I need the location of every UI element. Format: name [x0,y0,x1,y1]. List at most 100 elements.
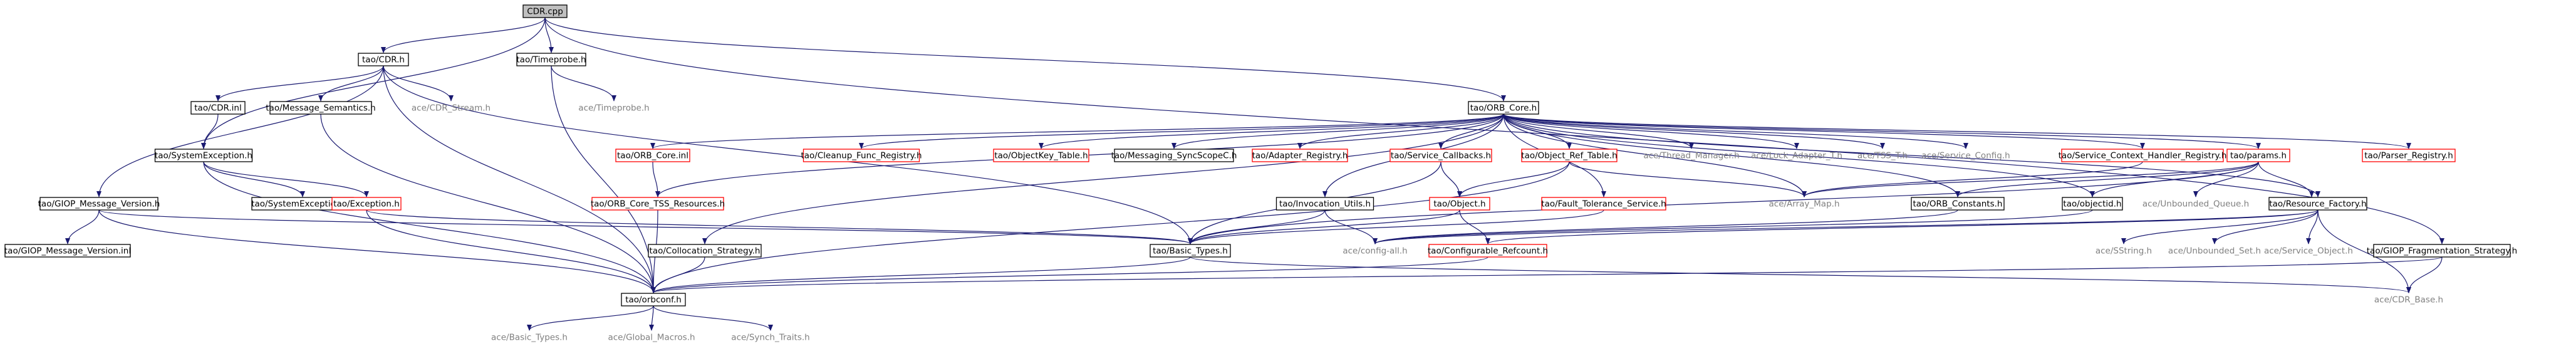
node-tao-params-h[interactable]: tao/params.h [2226,149,2290,162]
node-label: tao/Object_Ref_Table.h [1521,151,1617,161]
node-label: ace/Unbounded_Set.h [2168,246,2261,256]
node-cdr-cpp[interactable]: CDR.cpp [522,4,568,18]
node-label: tao/ORB_Core.h [1470,103,1537,113]
node-box [2061,149,2224,162]
node-box [269,101,372,115]
edge-tao_object_ref_table_h-to-tao_object_h [1457,161,1570,197]
edge-tao_exception_h-to-tao_orbconf_h [366,209,656,293]
edge-tao_orb_core_h-to-tao_orb_core_inl [650,113,1504,149]
edge-tao_object_ref_table_h-to-tao_orbconf_h [651,161,1570,293]
node-label: tao/Messaging_SyncScopeC.h [1111,151,1237,161]
node-label: ace/Service_Config.h [1921,151,2010,161]
edge-tao_orb_core_h-to-tao_cleanup_func_registry_h [859,113,1504,149]
node-box [2373,244,2511,258]
node-box [1114,149,1234,162]
node-label: CDR.cpp [527,7,563,17]
node-tao-cdr-inl[interactable]: tao/CDR.inl [190,101,246,115]
node-tao-orb-constants-h[interactable]: tao/ORB_Constants.h [1911,197,2005,211]
node-label: tao/Service_Callbacks.h [1391,151,1491,161]
edge-tao_orb_core_h-to-ace_array_map_h [1503,113,1807,197]
edge-tao_basic_types_h-to-tao_orbconf_h [651,256,1191,293]
node-ace-global-macros-h: ace/Global_Macros.h [608,333,695,343]
edge-tao_orb_core_h-to-tao_adapter_registry_h [1297,113,1504,149]
node-tao-orb-core-h[interactable]: tao/ORB_Core.h [1468,101,1539,115]
node-tao-service-callbacks-h[interactable]: tao/Service_Callbacks.h [1389,149,1492,162]
edge-tao_resource_factory_h-to-tao_configurable_refcount_h [1485,209,2319,244]
node-tao-resource-factory-h[interactable]: tao/Resource_Factory.h [2268,197,2367,211]
node-tao-orb-core-tss-resources-h[interactable]: tao/ORB_Core_TSS_Resources.h [591,197,725,211]
node-label: ace/Array_Map.h [1769,199,1840,209]
node-box [802,149,920,162]
node-tao-adapter-registry-h[interactable]: tao/Adapter_Registry.h [1252,149,1348,162]
node-tao-cdr-h[interactable]: tao/CDR.h [358,53,409,66]
edge-tao_params_h-to-tao_orb_constants_h [1955,161,2259,197]
node-tao-objectkey-table-h[interactable]: tao/ObjectKey_Table.h [993,149,1089,162]
node-tao-giop-fragmentation-strategy-h[interactable]: tao/GIOP_Fragmentation_Strategy.h [2367,244,2517,258]
edge-tao_invocation_utils_h-to-ace_config_all_h [1324,209,1378,244]
node-tao-systemexception-h[interactable]: tao/SystemException.h [154,149,253,162]
node-label: ace/Synch_Traits.h [731,333,809,343]
edge-tao_orb_constants_h-to-ace_config_all_h [1373,209,1958,244]
edge-cdr_cpp-to-tao_systemexception_h [201,17,546,149]
node-ace-service-config-h: ace/Service_Config.h [1921,151,2010,161]
edge-tao_params_h-to-ace_unbounded_queue_h [2193,161,2259,197]
node-label: tao/Cleanup_Func_Registry.h [801,151,922,161]
edge-tao_giop_fragmentation_strategy_h-to-tao_orbconf_h [651,256,2443,293]
edge-tao_timeprobe_h-to-ace_timeprobe_h [551,65,616,102]
edge-tao_giop_message_version_h-to-tao_giop_message_version_inl [65,209,100,244]
node-ace-cdr-stream-h: ace/CDR_Stream.h [412,103,491,113]
edge-tao_orb_core_h-to-tao_params_h [1503,113,2261,149]
node-tao-fault-tolerance-service-h[interactable]: tao/Fault_Tolerance_Service.h [1541,197,1666,211]
node-label: tao/Exception.h [333,199,400,209]
edge-tao_params_h-to-tao_basic_types_h [1188,161,2259,244]
node-tao-basic-types-h[interactable]: tao/Basic_Types.h [1150,244,1231,258]
edge-tao_service_callbacks_h-to-tao_object_h [1440,161,1462,197]
node-ace-service-object-h: ace/Service_Object.h [2264,246,2353,256]
node-box [1541,197,1666,211]
node-label: ace/Timeprobe.h [578,103,649,113]
node-tao-object-h[interactable]: tao/Object.h [1429,197,1490,211]
node-label: tao/params.h [2230,151,2287,161]
node-tao-cleanup-func-registry-h[interactable]: tao/Cleanup_Func_Registry.h [801,149,922,162]
node-label: tao/Collocation_Strategy.h [650,246,761,256]
node-tao-objectid-h[interactable]: tao/objectid.h [2062,197,2123,211]
node-label: tao/Adapter_Registry.h [1252,151,1348,161]
node-label: tao/ORB_Core_TSS_Resources.h [591,199,725,209]
node-tao-giop-message-version-inl[interactable]: tao/GIOP_Message_Version.inl [4,244,131,258]
node-label: ace/Basic_Types.h [491,333,568,343]
node-box [1521,149,1618,162]
node-tao-giop-message-version-h[interactable]: tao/GIOP_Message_Version.h [38,197,160,211]
node-box [358,53,409,66]
node-box [648,244,762,258]
node-ace-array-map-h: ace/Array_Map.h [1769,199,1840,209]
node-box [1911,197,2005,211]
node-tao-parser-registry-h[interactable]: tao/Parser_Registry.h [2362,149,2456,162]
edge-tao_orbconf_h-to-ace_global_macros_h [649,305,655,331]
node-tao-message-semantics-h[interactable]: tao/Message_Semantics.h [266,101,376,115]
node-tao-orbconf-h[interactable]: tao/orbconf.h [621,293,686,306]
node-ace-config-all-h: ace/config-all.h [1343,246,1407,256]
node-label: tao/objectid.h [2063,199,2121,209]
node-tao-invocation-utils-h[interactable]: tao/Invocation_Utils.h [1275,197,1374,211]
node-tao-collocation-strategy-h[interactable]: tao/Collocation_Strategy.h [648,244,762,258]
node-box [2362,149,2456,162]
node-label: ace/Thread_Manager.h [1643,151,1739,161]
node-label: ace/CDR_Stream.h [412,103,491,113]
node-tao-service-context-handler-registry-h[interactable]: tao/Service_Context_Handler_Registry.h [2059,149,2227,162]
node-box [2268,197,2367,211]
node-ace-synch-traits-h: ace/Synch_Traits.h [731,333,809,343]
edge-tao_invocation_utils_h-to-tao_basic_types_h [1188,209,1326,244]
node-box [993,149,1089,162]
node-tao-timeprobe-h[interactable]: tao/Timeprobe.h [516,53,586,66]
node-label: tao/Parser_Registry.h [2364,151,2453,161]
node-tao-orb-core-inl[interactable]: tao/ORB_Core.inl [615,149,690,162]
node-tao-exception-h[interactable]: tao/Exception.h [331,197,402,211]
node-label: tao/Fault_Tolerance_Service.h [1541,199,1666,209]
edge-tao_object_h-to-tao_configurable_refcount_h [1459,209,1490,244]
node-box [2226,149,2290,162]
node-tao-configurable-refcount-h[interactable]: tao/Configurable_Refcount.h [1428,244,1548,258]
node-tao-messaging-syncscopec-h[interactable]: tao/Messaging_SyncScopeC.h [1111,149,1237,162]
node-tao-object-ref-table-h[interactable]: tao/Object_Ref_Table.h [1521,149,1618,162]
node-box [2062,197,2123,211]
